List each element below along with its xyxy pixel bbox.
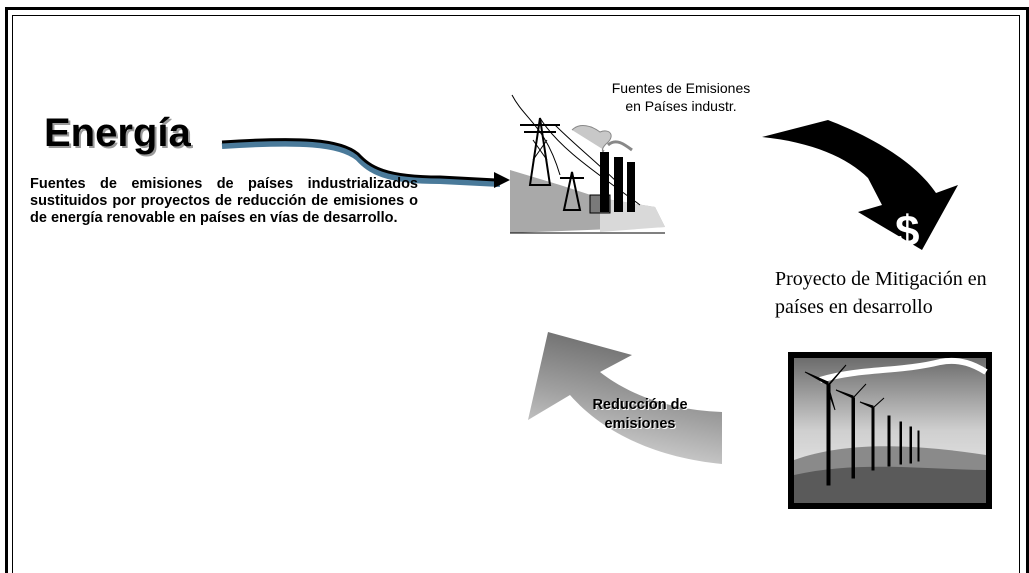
dollar-icon: $ [895,207,920,256]
wind-farm-illustration [788,352,992,509]
diagram-frame [5,7,1029,573]
funding-arrow [762,120,958,250]
reduction-arrow [528,332,722,464]
diagram-description: Fuentes de emisiones de países industria… [30,176,418,226]
diagram-title: Energía [44,111,191,155]
emission-sources-label: Fuentes de Emisiones en Países industr. [611,80,751,114]
diagram-inner-frame [12,15,1020,573]
power-plant-illustration [510,94,665,234]
emission-reduction-label: Reducción de emisiones [592,397,688,432]
mitigation-project-label: Proyecto de Mitigación en países en desa… [775,268,987,318]
connector-arrow [221,138,510,188]
